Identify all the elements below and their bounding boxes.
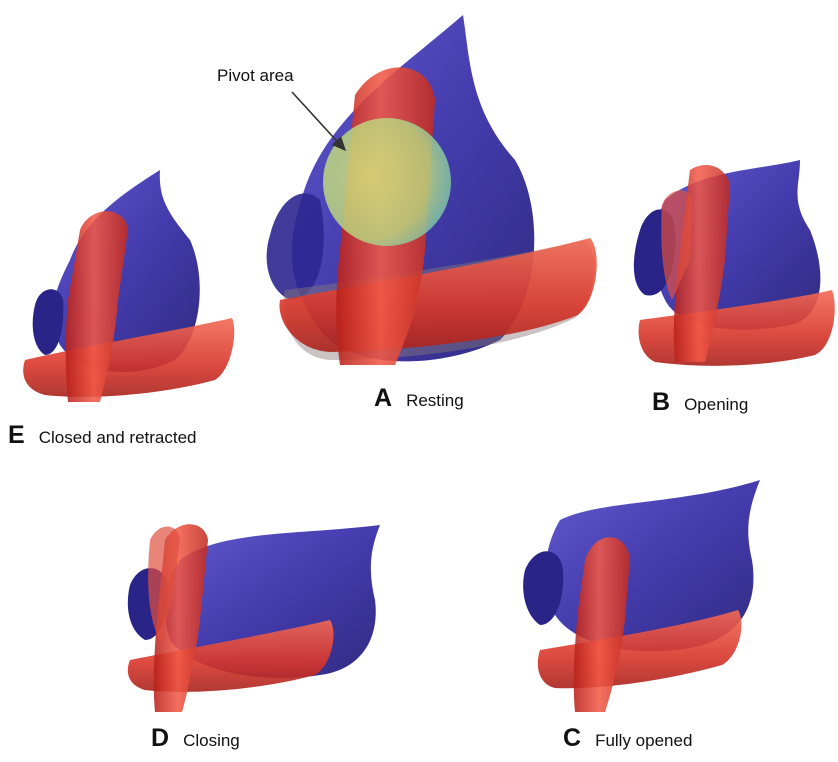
panel-b-illustration xyxy=(634,160,835,366)
panel-c-illustration xyxy=(523,480,760,712)
panel-c-caption: Fully opened xyxy=(595,731,692,751)
panel-a-illustration xyxy=(267,15,597,365)
pivot-area-arrow xyxy=(292,92,345,150)
panel-a-label: A Resting xyxy=(374,384,464,413)
panel-e-caption: Closed and retracted xyxy=(39,428,197,448)
panel-b-caption: Opening xyxy=(684,395,748,415)
panel-d-label: D Closing xyxy=(151,724,240,753)
pivot-area-annotation: Pivot area xyxy=(217,66,294,86)
panel-b-label: B Opening xyxy=(652,388,748,417)
panel-a-caption: Resting xyxy=(406,391,464,411)
panel-e-label: E Closed and retracted xyxy=(8,421,197,450)
panel-d-illustration xyxy=(128,524,380,712)
panel-c-label: C Fully opened xyxy=(563,724,692,753)
panel-d-letter: D xyxy=(151,724,169,753)
panel-e-illustration xyxy=(23,170,234,402)
panel-e-letter: E xyxy=(8,421,25,450)
panel-d-caption: Closing xyxy=(183,731,240,751)
panel-c-letter: C xyxy=(563,724,581,753)
panel-b-letter: B xyxy=(652,388,670,417)
panel-a-letter: A xyxy=(374,384,392,413)
panel-a-pivot-area xyxy=(323,118,451,246)
panel-e-fin xyxy=(33,289,64,355)
